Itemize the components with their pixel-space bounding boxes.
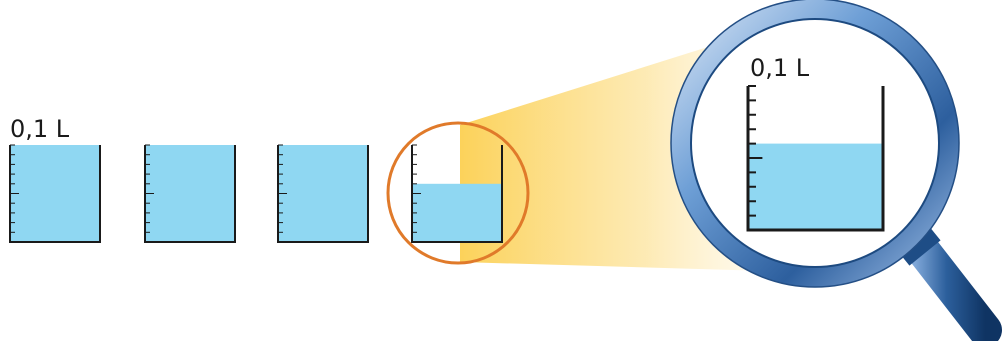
liquid [10,145,100,242]
liquid [412,184,502,242]
liquid [278,145,368,242]
magnified-unit-label: 0,1 L [750,54,810,82]
liquid [145,145,235,242]
magnifying-glass-icon: 0,1 L [671,0,985,330]
beaker-row [10,145,502,242]
liquid [748,144,883,230]
beaker-icon [145,145,235,242]
beaker-icon [278,145,368,242]
unit-label: 0,1 L [10,115,70,143]
beaker-icon [10,145,100,242]
